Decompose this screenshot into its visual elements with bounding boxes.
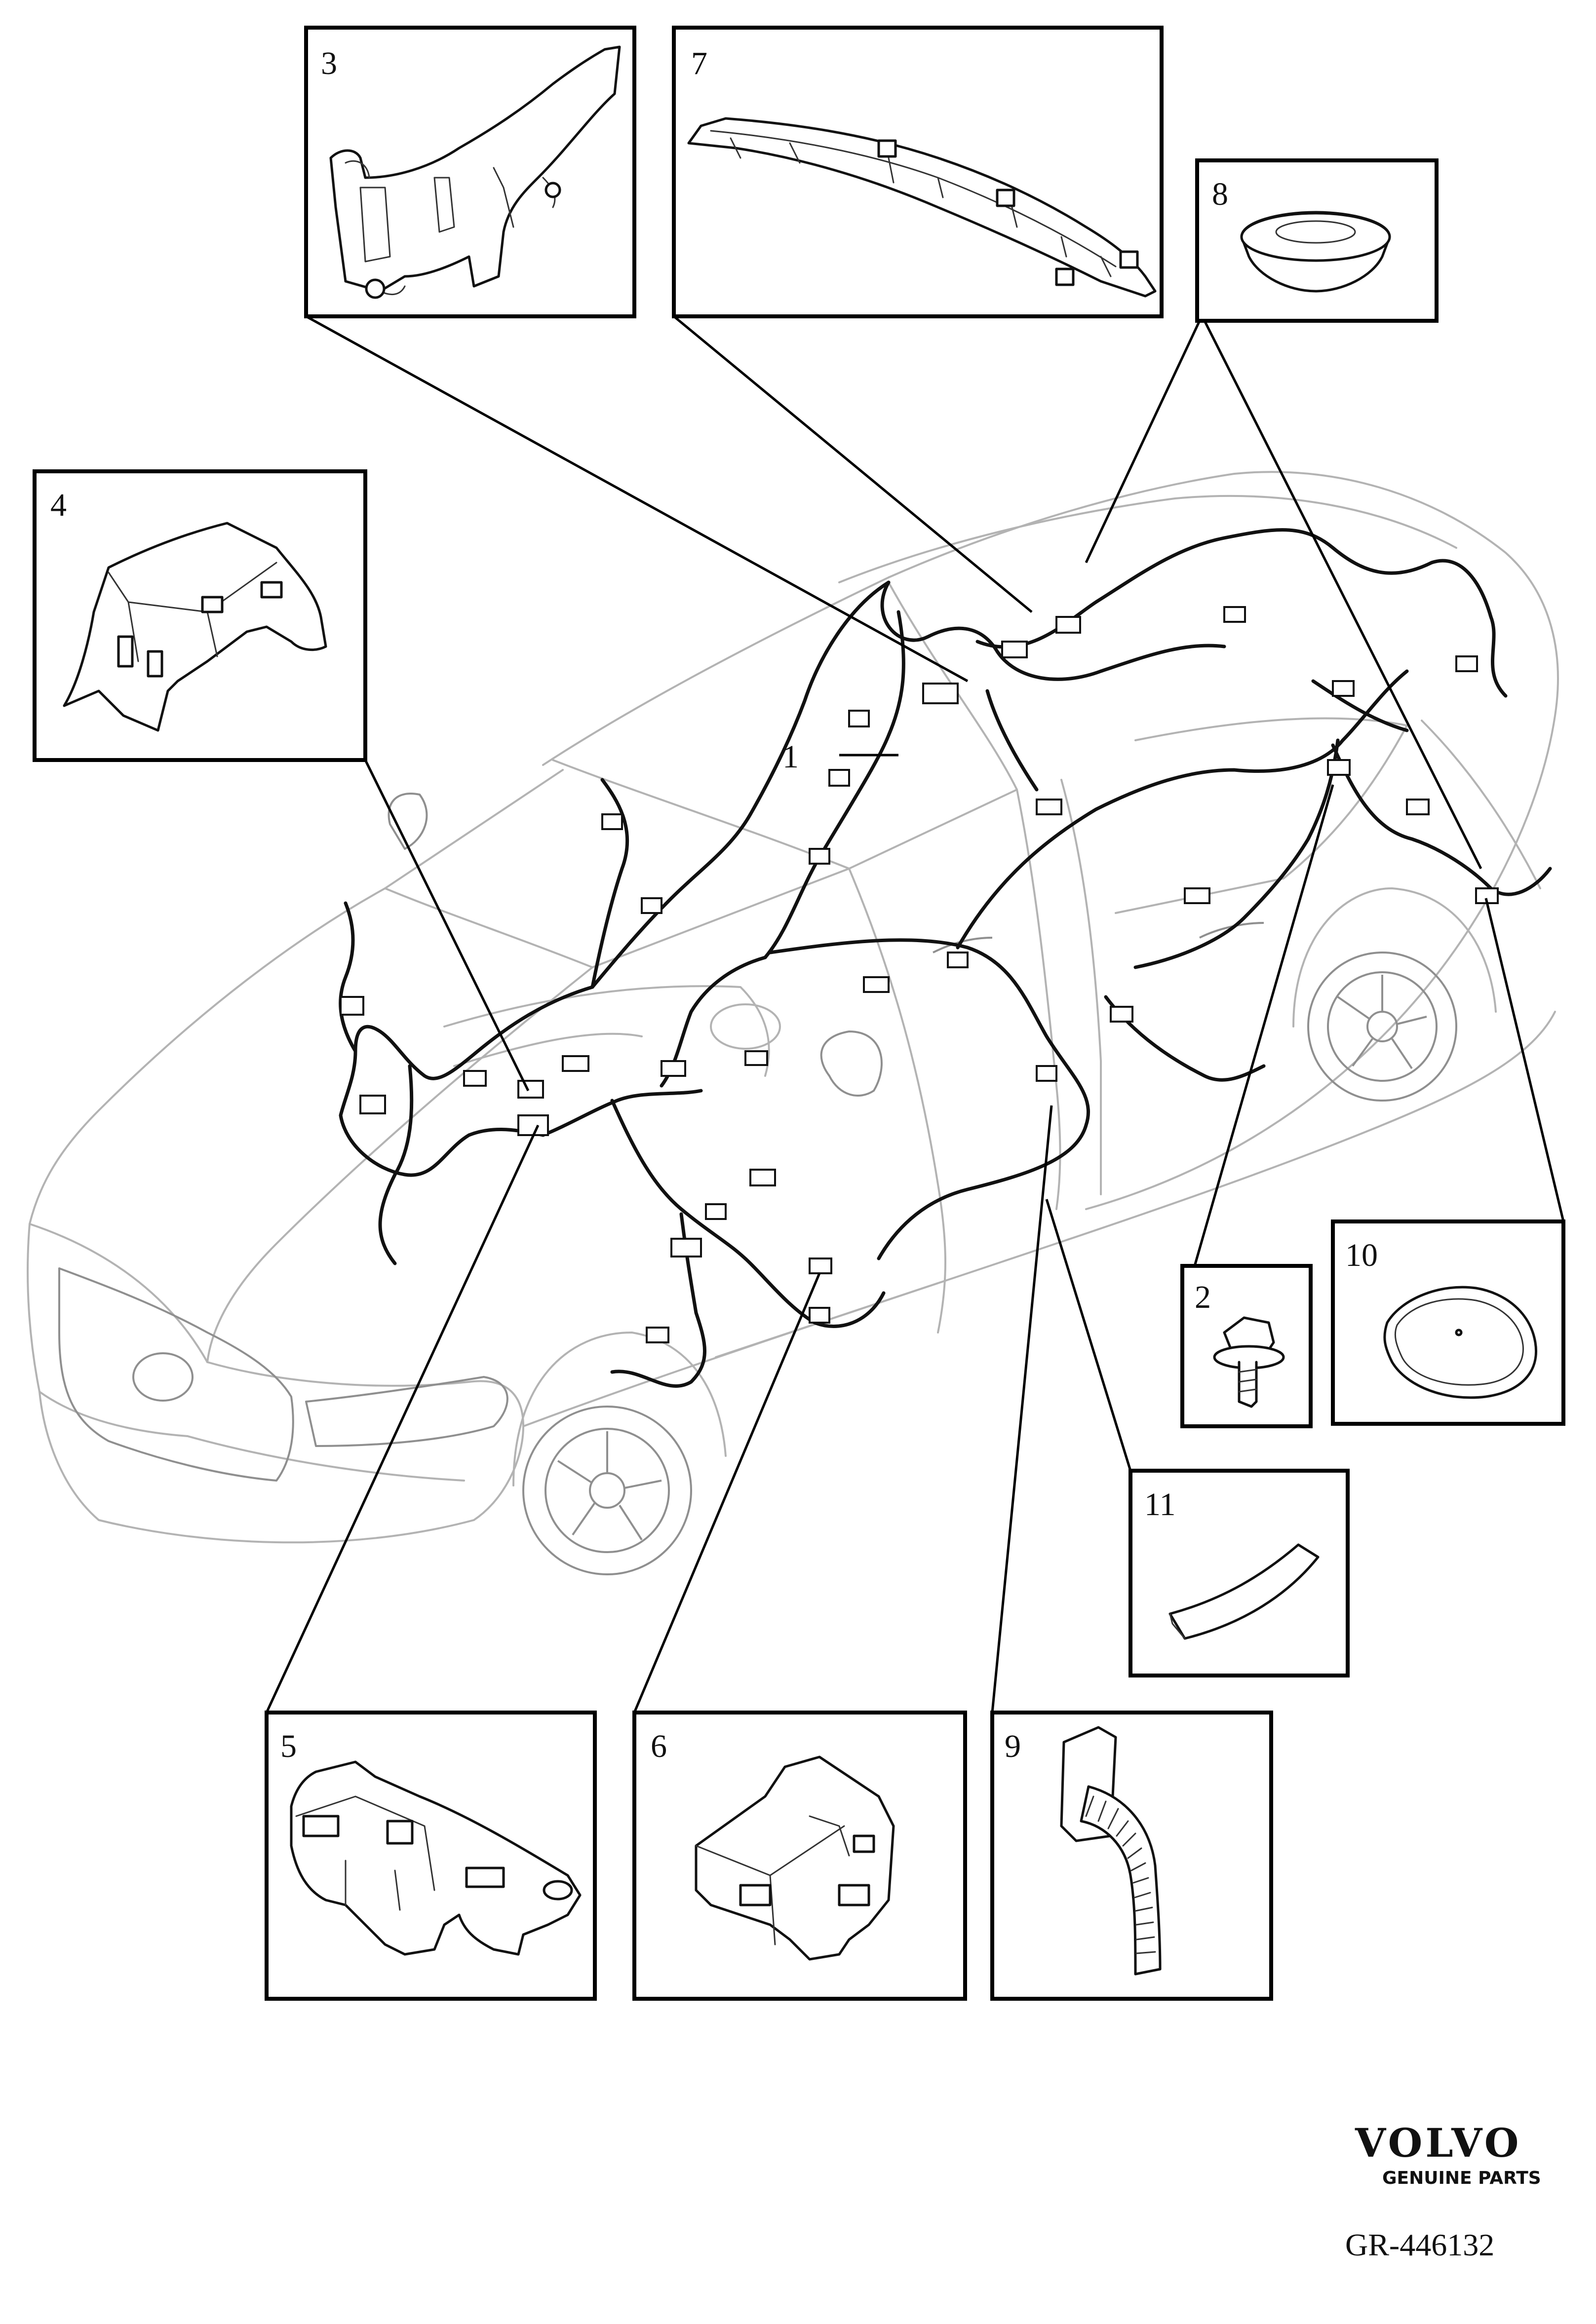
genuine-parts-label: GENUINE PARTS	[1382, 2168, 1541, 2188]
callout-10-label: 10	[1345, 1237, 1378, 1273]
leader-11	[1045, 1199, 1132, 1471]
callout-9-label: 9	[1005, 1728, 1021, 1764]
leader-8a	[1085, 320, 1201, 564]
harness-connectors	[340, 606, 1499, 1343]
callout-frame-7: 7	[672, 26, 1164, 318]
leader-7	[673, 315, 1033, 613]
callout-frame-6: 6	[632, 1711, 967, 2001]
leader-2	[1193, 784, 1334, 1266]
callout-2-label: 2	[1195, 1279, 1211, 1315]
wiring-harness	[339, 528, 1552, 1388]
leader-lines: 1	[265, 315, 1565, 1714]
callout-frame-5: 5	[265, 1711, 597, 2001]
callout-4-label: 4	[50, 487, 67, 523]
part-6-illustration	[695, 1755, 895, 1961]
callout-frame-4: 4	[33, 469, 367, 762]
callout-frame-2: 2	[1180, 1264, 1313, 1428]
reference-code: GR-446132	[1345, 2227, 1494, 2262]
callout-3-label: 3	[321, 45, 337, 81]
callout-frame-11: 11	[1129, 1469, 1350, 1677]
leader-9	[991, 1105, 1053, 1713]
part-2-illustration	[1213, 1316, 1285, 1408]
callout-8-label: 8	[1212, 176, 1228, 212]
brand-block: VOLVO GENUINE PARTS GR-446132	[1345, 2120, 1541, 2262]
part-3-illustration	[329, 45, 621, 299]
leader-6	[633, 1273, 821, 1713]
part-4-illustration	[63, 522, 327, 732]
leader-4	[364, 759, 530, 1092]
part-9-illustration	[1060, 1726, 1162, 1976]
callout-frame-9: 9	[990, 1711, 1273, 2001]
leader-10	[1484, 898, 1565, 1222]
part-8-illustration	[1240, 211, 1391, 293]
callout-frame-10: 10	[1331, 1219, 1565, 1426]
part-7-illustration	[687, 117, 1157, 298]
volvo-logo: VOLVO	[1355, 2120, 1521, 2166]
callout-frame-3: 3	[304, 26, 636, 318]
callout-frame-8: 8	[1195, 158, 1439, 323]
leader-8b	[1203, 320, 1482, 870]
callout-7-label: 7	[691, 45, 707, 81]
callout-6-label: 6	[651, 1728, 667, 1764]
part-11-illustration	[1168, 1543, 1320, 1640]
callout-11-label: 11	[1144, 1486, 1176, 1523]
part-10-illustration	[1383, 1286, 1537, 1399]
callout-5-label: 5	[280, 1728, 297, 1764]
part-5-illustration	[290, 1760, 582, 1956]
vehicle-outline	[27, 471, 1559, 1575]
leader-3	[305, 315, 969, 683]
leader-5	[265, 1124, 540, 1714]
callout-1-label: 1	[782, 739, 799, 775]
